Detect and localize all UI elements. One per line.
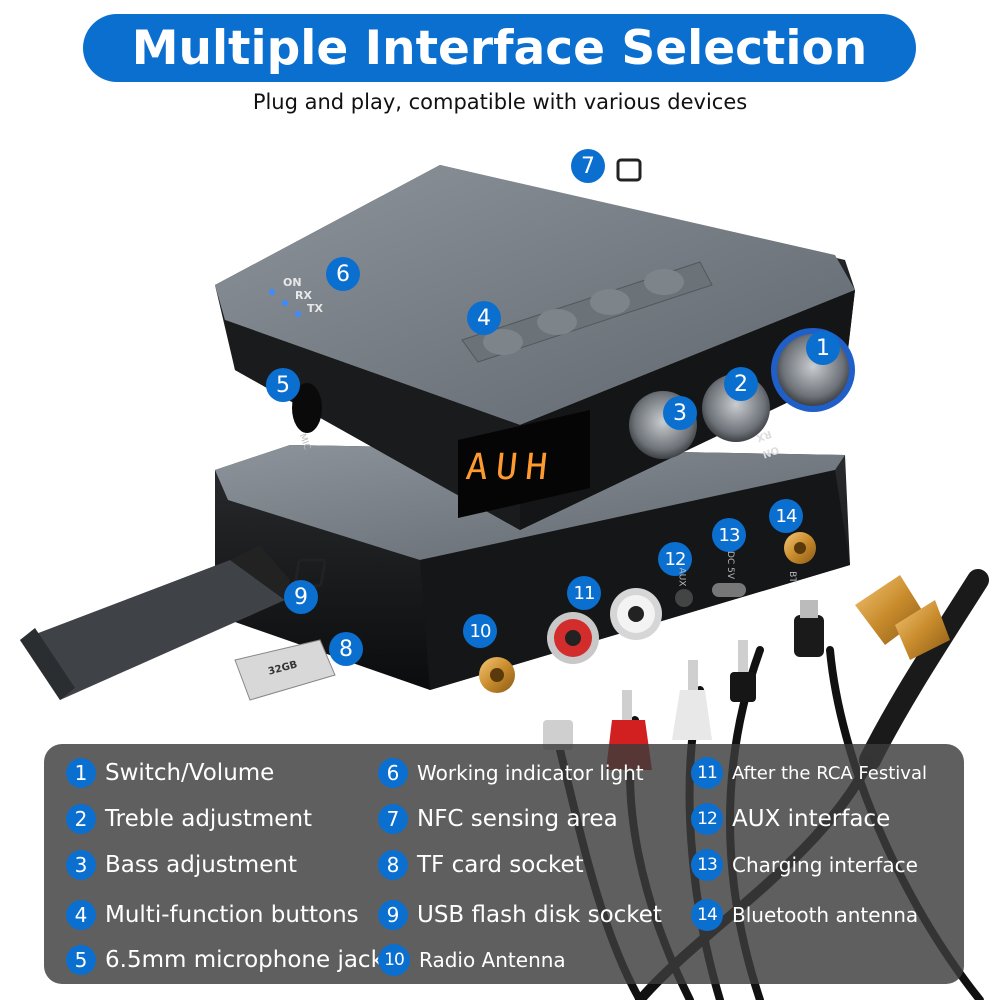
legend-number: 7: [378, 804, 408, 834]
legend-label: Multi-function buttons: [105, 902, 359, 928]
callout-1: 1: [806, 331, 840, 365]
legend-item: 5 6.5mm microphone jack: [66, 940, 384, 980]
indicator-label-rx: RX: [295, 289, 312, 302]
legend-number: 8: [378, 850, 408, 880]
callout-10: 10: [463, 614, 497, 648]
legend-item: 9 USB flash disk socket: [378, 895, 662, 935]
legend-label: Bluetooth antenna: [732, 903, 919, 927]
callout-7: 7: [571, 149, 605, 183]
legend-label: TF card socket: [417, 852, 584, 878]
page-subtitle: Plug and play, compatible with various d…: [252, 90, 748, 114]
legend-item: 7 NFC sensing area: [378, 799, 618, 839]
legend-item: 3 Bass adjustment: [66, 845, 297, 885]
legend-label: Treble adjustment: [105, 806, 313, 832]
legend-number: 4: [66, 900, 96, 930]
title-banner: Multiple Interface Selection: [83, 14, 916, 82]
legend-number: 5: [66, 945, 96, 975]
callout-11: 11: [567, 576, 601, 610]
callout-8: 8: [329, 632, 363, 666]
legend-label: Switch/Volume: [105, 760, 275, 786]
legend-label: Bass adjustment: [105, 852, 297, 878]
legend-item: 6 Working indicator light: [378, 753, 644, 793]
legend-label: Working indicator light: [417, 761, 644, 785]
legend-item: 1 Switch/Volume: [66, 753, 274, 793]
legend-item: 4 Multi-function buttons: [66, 895, 359, 935]
legend-number: 9: [378, 900, 408, 930]
legend-item: 13 Charging interface: [691, 845, 918, 885]
legend-item: 12 AUX interface: [691, 799, 890, 839]
callout-4: 4: [467, 301, 501, 335]
legend-number: 10: [378, 944, 410, 976]
callout-9: 9: [284, 580, 318, 614]
upper-unit: [215, 158, 855, 530]
legend-number: 12: [691, 803, 723, 835]
callout-6: 6: [326, 257, 360, 291]
indicator-label-tx: TX: [307, 302, 323, 315]
legend-item: 8 TF card socket: [378, 845, 584, 885]
legend-item: 2 Treble adjustment: [66, 799, 312, 839]
sd-card-shape: [234, 639, 336, 701]
legend-label: NFC sensing area: [417, 806, 618, 832]
legend-label: AUX interface: [732, 806, 891, 832]
lcd-display: AUH: [464, 447, 558, 488]
dc-port-label: DC 5V: [724, 551, 735, 579]
legend-number: 1: [66, 758, 96, 788]
indicator-label-on: ON: [283, 276, 302, 289]
callout-3: 3: [663, 396, 697, 430]
legend-panel: 1 Switch/Volume 2 Treble adjustment 3 Ba…: [44, 744, 964, 984]
callout-14: 14: [769, 499, 803, 533]
callout-5: 5: [266, 368, 300, 402]
legend-item: 10 Radio Antenna: [378, 940, 566, 980]
indicator-labels: ON RX TX: [283, 276, 323, 315]
legend-number: 14: [691, 899, 723, 931]
legend-item: 11 After the RCA Festival: [691, 753, 927, 793]
aux-port-label: AUX: [676, 567, 687, 587]
legend-number: 3: [66, 850, 96, 880]
legend-label: 6.5mm microphone jack: [105, 947, 384, 973]
callout-12: 12: [658, 542, 692, 576]
legend-label: Radio Antenna: [419, 948, 566, 972]
legend-number: 13: [691, 849, 723, 881]
legend-label: After the RCA Festival: [732, 762, 927, 784]
legend-item: 14 Bluetooth antenna: [691, 895, 918, 935]
legend-number: 2: [66, 804, 96, 834]
legend-number: 6: [378, 758, 408, 788]
legend-label: USB flash disk socket: [417, 902, 662, 928]
legend-number: 11: [691, 757, 723, 789]
usb-stick-shape: [20, 545, 290, 700]
page-title: Multiple Interface Selection: [131, 20, 868, 76]
callout-13: 13: [712, 518, 746, 552]
callout-2: 2: [724, 367, 758, 401]
legend-label: Charging interface: [732, 853, 918, 877]
bt-port-label: BT: [786, 571, 797, 583]
